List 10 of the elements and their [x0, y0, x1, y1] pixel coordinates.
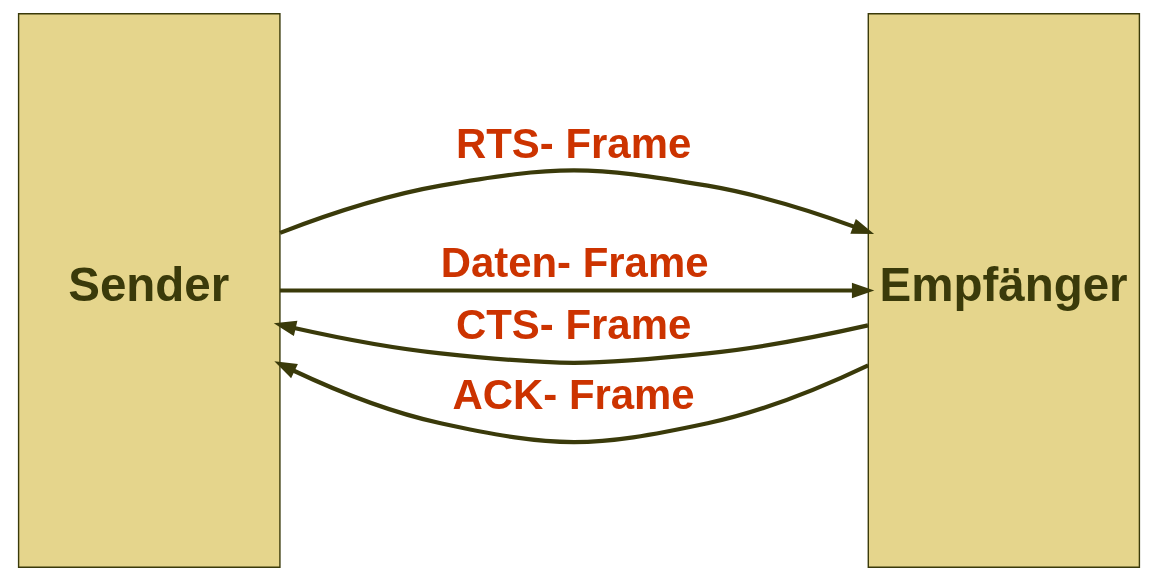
arrow — [274, 361, 870, 445]
edge-label: ACK- Frame — [452, 371, 695, 419]
arrow — [279, 168, 875, 235]
arrow — [273, 320, 869, 365]
edge-label: Daten- Frame — [440, 238, 709, 286]
node-box: Sender — [17, 13, 281, 568]
arrow — [280, 282, 875, 299]
edge-label: RTS- Frame — [456, 119, 692, 167]
edge-label: CTS- Frame — [456, 301, 692, 349]
node-box: Empfänger — [867, 13, 1141, 568]
